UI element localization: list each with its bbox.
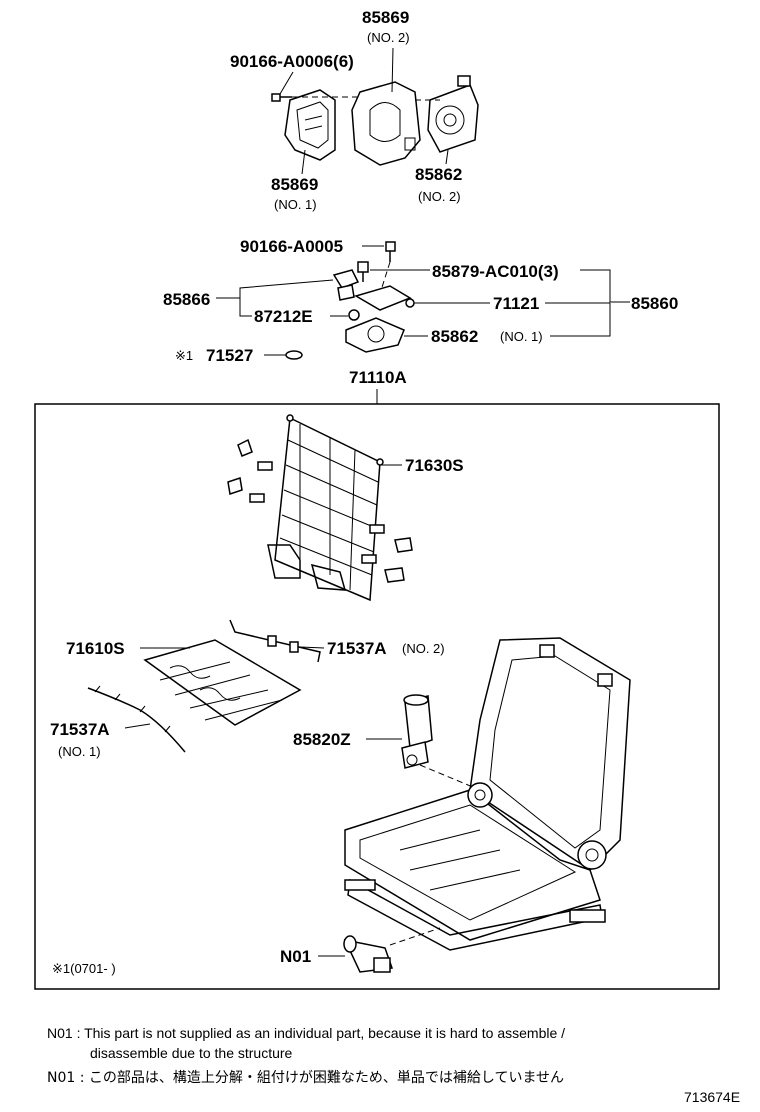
label-71537a-no1-sub: (NO. 1) <box>58 744 101 759</box>
label-n01: N01 <box>280 947 311 966</box>
clips-right[interactable] <box>361 524 413 583</box>
label-85869-no1-sub: (NO. 1) <box>274 197 317 212</box>
label-71537a-no2-sub: (NO. 2) <box>402 641 445 656</box>
label-90166-a0006: 90166-A0006(6) <box>230 52 354 71</box>
motor-85862-no2[interactable] <box>427 75 479 153</box>
clips-left[interactable] <box>227 438 273 503</box>
label-85862-no1: 85862 <box>431 327 478 346</box>
note-japanese: N01 : この部品は、構造上分解・組付けが困難なため、単品では補給していません <box>47 1070 565 1086</box>
bolt-90166-a0005[interactable] <box>385 241 396 262</box>
spring-71630s[interactable] <box>267 414 384 602</box>
clip-71527[interactable] <box>285 350 303 360</box>
spacer-87212e[interactable] <box>348 309 360 321</box>
label-85879: 85879-AC010(3) <box>432 262 559 281</box>
label-85860: 85860 <box>631 294 678 313</box>
label-90166-a0005: 90166-A0005 <box>240 237 343 256</box>
motor-85820z[interactable] <box>401 694 433 769</box>
label-71110a: 71110A <box>349 368 407 387</box>
label-87212e: 87212E <box>254 307 313 326</box>
spring-71610s[interactable] <box>143 639 302 726</box>
note-english-line2: disassemble due to the structure <box>90 1045 293 1061</box>
bracket-85869-no1[interactable] <box>284 89 336 161</box>
label-85869-no2: 85869 <box>362 8 409 27</box>
label-85866: 85866 <box>163 290 210 309</box>
label-71121: 71121 <box>493 294 539 313</box>
motor-n01[interactable] <box>343 935 394 973</box>
diagram-code: 713674E <box>684 1089 741 1105</box>
bracket-85869-no2[interactable] <box>351 81 421 166</box>
label-85862-no2: 85862 <box>415 165 462 184</box>
footnote-1: ※1(0701- ) <box>52 961 116 976</box>
motor-85862-no1[interactable] <box>345 317 405 353</box>
label-85820z: 85820Z <box>293 730 351 749</box>
gear-71121[interactable] <box>354 285 415 311</box>
label-85869-no1: 85869 <box>271 175 318 194</box>
wire-71537a-no1[interactable] <box>87 685 186 753</box>
label-71537a-no2: 71537A <box>327 639 387 658</box>
assembly-frame-box <box>34 403 720 990</box>
bracket-85866[interactable] <box>332 269 360 301</box>
screw-85879[interactable] <box>357 261 369 282</box>
wire-71537a-no2[interactable] <box>229 619 321 663</box>
label-85862-no1-sub: (NO. 1) <box>500 329 543 344</box>
label-85869-no2-sub: (NO. 2) <box>367 30 410 45</box>
label-71527-mark: ※1 <box>175 348 193 363</box>
label-71537a-no1: 71537A <box>50 720 110 739</box>
bolt-90166-a0006[interactable] <box>271 93 292 102</box>
label-71610s: 71610S <box>66 639 125 658</box>
label-71527: 71527 <box>206 346 253 365</box>
label-85862-no2-sub: (NO. 2) <box>418 189 461 204</box>
note-english-line1: N01 : This part is not supplied as an in… <box>47 1025 566 1041</box>
label-71630s: 71630S <box>405 456 464 475</box>
seat-frame[interactable] <box>344 637 631 951</box>
note-english: N01 : This part is not supplied as an in… <box>47 1023 565 1063</box>
